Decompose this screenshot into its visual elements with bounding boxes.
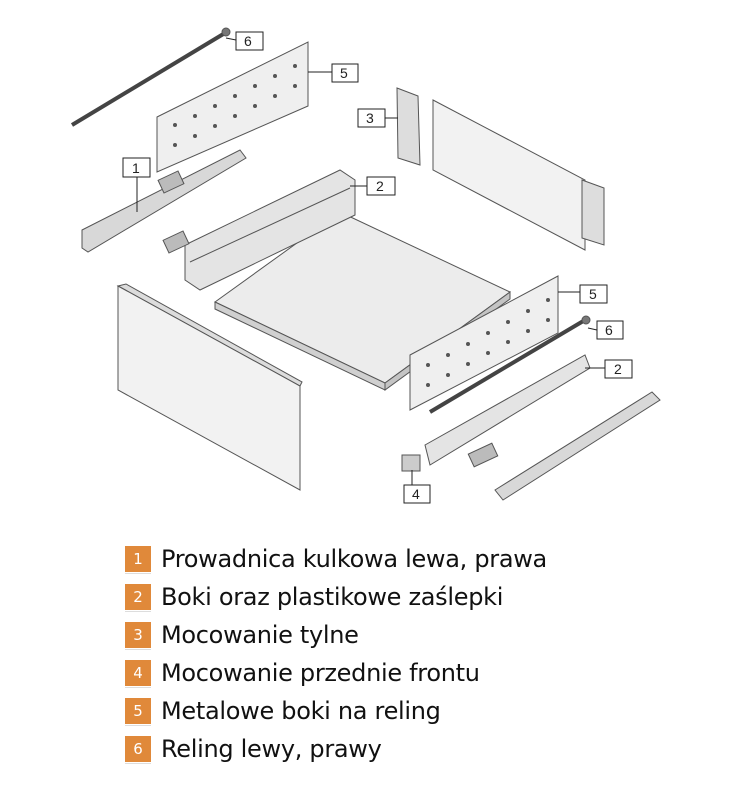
svg-text:4: 4 [412,486,420,502]
svg-text:6: 6 [244,33,252,49]
back-bracket [396,87,605,246]
legend-item-1: 1 Prowadnica kulkowa lewa, prawa [125,540,547,578]
svg-text:1: 1 [132,160,140,176]
legend-item-6: 6 Reling lewy, prawy [125,730,547,768]
svg-text:2: 2 [614,361,622,377]
legend-label: Reling lewy, prawy [161,735,382,763]
legend-label: Mocowanie tylne [161,621,359,649]
legend-item-2: 2 Boki oraz plastikowe zaślepki [125,578,547,616]
runner-right [494,391,661,501]
drawer-side-top [184,169,356,291]
runner-left [81,149,247,254]
callout-5-top: 5 [308,63,359,83]
callout-1: 1 [122,157,151,212]
drawer-exploded-diagram: 6 5 3 1 2 5 6 2 4 [70,27,661,504]
number-badge: 2 [125,584,151,610]
perforation-dots [173,64,550,387]
svg-text:5: 5 [340,65,348,81]
callout-3: 3 [357,108,398,128]
legend-label: Boki oraz plastikowe zaślepki [161,583,504,611]
number-badge: 5 [125,698,151,724]
callout-5-bottom: 5 [558,284,608,304]
back-panel [432,99,586,251]
number-badge: 1 [125,546,151,572]
front-panel [116,283,303,491]
legend: 1 Prowadnica kulkowa lewa, prawa 2 Boki or… [125,540,547,768]
svg-text:3: 3 [366,110,374,126]
callout-6-bottom: 6 [587,320,624,340]
svg-text:5: 5 [589,286,597,302]
svg-text:6: 6 [605,322,613,338]
metal-side-top [156,41,309,173]
legend-item-4: 4 Mocowanie przednie frontu [125,654,547,692]
legend-label: Metalowe boki na reling [161,697,441,725]
callout-6-top: 6 [225,31,264,51]
legend-item-5: 5 Metalowe boki na reling [125,692,547,730]
legend-label: Prowadnica kulkowa lewa, prawa [161,545,547,573]
number-badge: 4 [125,660,151,686]
number-badge: 6 [125,736,151,762]
legend-item-3: 3 Mocowanie tylne [125,616,547,654]
svg-text:2: 2 [376,178,384,194]
front-bracket [401,442,499,472]
rail-rod-top [70,27,231,127]
rail-rod-bottom [428,315,591,414]
legend-label: Mocowanie przednie frontu [161,659,480,687]
number-badge: 3 [125,622,151,648]
callout-2-top: 2 [350,176,396,196]
callout-2-bottom: 2 [585,359,633,379]
callout-4: 4 [403,470,431,504]
